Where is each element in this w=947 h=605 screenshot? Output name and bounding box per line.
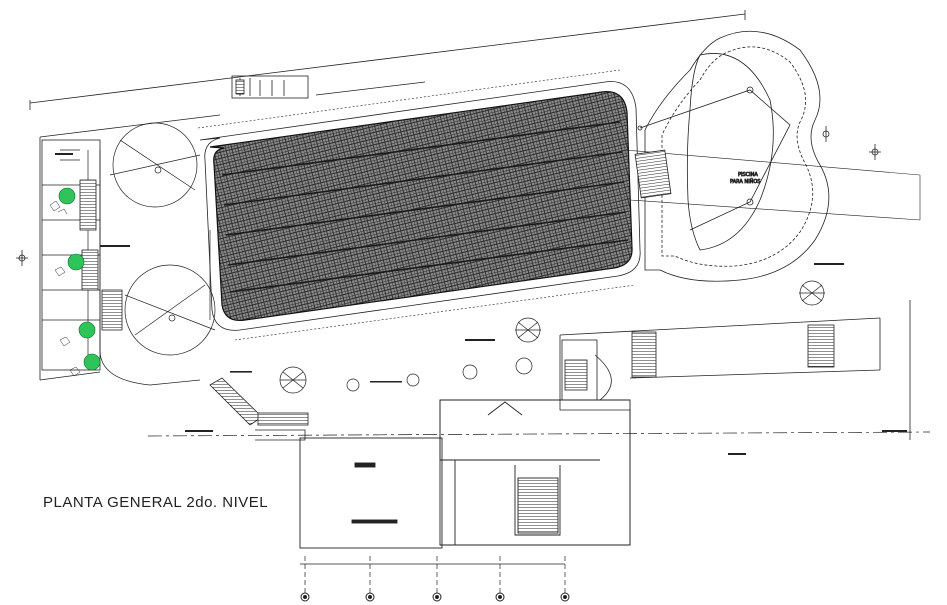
drawing-title: PLANTA GENERAL 2do. NIVEL (43, 494, 269, 511)
left-garden-circles (87, 122, 216, 386)
left-building-block (41, 139, 123, 371)
tree-icon (83, 353, 101, 371)
childrens-pool: PISCINA PARA NIÑOS (624, 30, 921, 282)
tree-icon (799, 280, 825, 306)
column-axis-marker-icon (432, 592, 442, 602)
pool-label-line2: PARA NIÑOS (730, 178, 760, 185)
tree-icon (78, 321, 96, 339)
north-arrow-icon (16, 250, 28, 266)
tree-icon (515, 317, 541, 343)
dimension-callouts (55, 153, 907, 455)
pool-stair (634, 149, 672, 199)
main-pool-deck (197, 69, 641, 341)
column-axis-marker-icon (365, 592, 375, 602)
tree-icon (58, 187, 76, 205)
column-axis-marker-icon (300, 592, 310, 602)
north-arrow-icon (869, 144, 881, 160)
north-arrow-icon (822, 126, 830, 142)
pool-label-line1: PISCINA (738, 172, 758, 178)
tree-group-left (49, 187, 101, 377)
tree-icon (279, 366, 307, 394)
lower-left-stair (209, 377, 309, 441)
column-axis-marker-icon (560, 592, 570, 602)
site-boundary (29, 10, 746, 381)
tree-icon (346, 378, 360, 392)
tree-icon (406, 373, 420, 387)
round-trees (279, 280, 825, 394)
column-axis-markers (300, 592, 570, 602)
tree-icon (462, 364, 478, 380)
top-service-block (231, 75, 426, 99)
tree-icon (515, 357, 533, 375)
axis-lines (147, 431, 931, 600)
right-building-block (559, 300, 911, 545)
lower-building-block (299, 399, 631, 549)
column-axis-marker-icon (495, 592, 505, 602)
tree-icon (67, 253, 85, 271)
